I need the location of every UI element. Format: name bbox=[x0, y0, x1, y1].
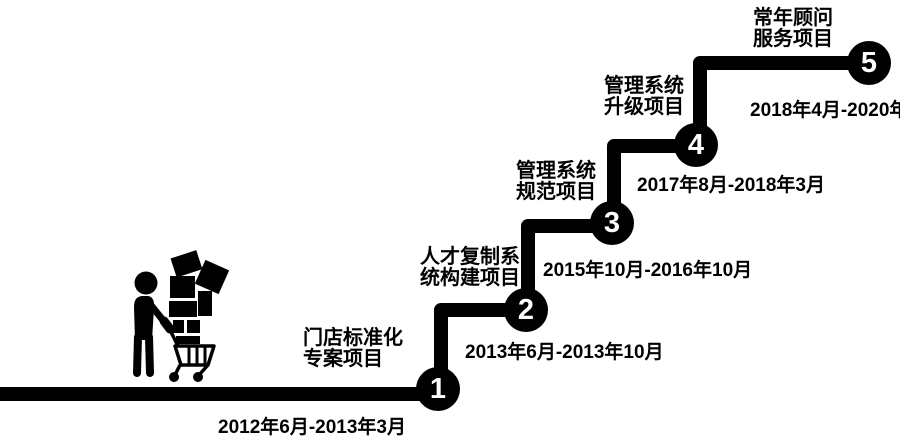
milestone-circle-5: 5 bbox=[847, 41, 891, 85]
milestone-circle-3: 3 bbox=[590, 201, 634, 245]
person-leg-left bbox=[133, 333, 142, 377]
milestone-label-line: 升级项目 bbox=[604, 96, 684, 118]
milestone-label-3: 管理系统 规范项目 bbox=[516, 161, 596, 203]
box bbox=[173, 320, 184, 333]
staircase-path bbox=[0, 56, 876, 401]
milestone-date-4: 2017年8月-2018年3月 bbox=[637, 175, 825, 196]
milestone-date-1: 2012年6月-2013年3月 bbox=[218, 417, 406, 438]
cart-wheel-right bbox=[193, 372, 203, 382]
milestone-circle-2: 2 bbox=[504, 288, 548, 332]
cart-wheel-left bbox=[169, 372, 179, 382]
milestone-label-line: 统构建项目 bbox=[420, 267, 520, 289]
box bbox=[170, 276, 195, 298]
milestone-label-line: 门店标准化 bbox=[303, 327, 403, 349]
cart-basket bbox=[173, 344, 216, 367]
box bbox=[176, 336, 200, 344]
milestone-label-line: 规范项目 bbox=[516, 181, 596, 203]
box bbox=[170, 250, 203, 278]
cart-handle-knob bbox=[159, 316, 175, 334]
box bbox=[198, 291, 212, 316]
milestone-label-line: 人才复制系 bbox=[420, 246, 520, 268]
milestone-label-line: 专案项目 bbox=[303, 348, 383, 370]
milestone-label-line: 常年顾问 bbox=[753, 7, 833, 29]
milestone-date-5: 2018年4月-2020年 bbox=[750, 100, 900, 121]
person-leg-right bbox=[145, 333, 154, 377]
milestone-label-line: 服务项目 bbox=[753, 28, 833, 50]
milestone-date-3: 2015年10月-2016年10月 bbox=[543, 260, 753, 281]
milestone-circle-4: 4 bbox=[674, 123, 718, 167]
person-pushing-cart-icon bbox=[133, 250, 230, 382]
milestone-label-line: 管理系统 bbox=[604, 75, 684, 97]
milestone-label-2: 人才复制系 统构建项目 bbox=[420, 247, 520, 289]
milestone-label-5: 常年顾问 服务项目 bbox=[753, 8, 833, 50]
box bbox=[169, 301, 197, 317]
box-stack bbox=[169, 250, 230, 344]
milestone-label-1: 门店标准化 专案项目 bbox=[303, 328, 403, 370]
milestone-date-2: 2013年6月-2013年10月 bbox=[465, 342, 664, 363]
milestone-circle-1: 1 bbox=[416, 367, 460, 411]
person-head bbox=[134, 271, 158, 295]
milestone-label-4: 管理系统 升级项目 bbox=[604, 76, 684, 118]
box bbox=[187, 320, 200, 333]
box bbox=[194, 259, 230, 295]
shopping-cart bbox=[159, 316, 216, 382]
milestone-label-line: 管理系统 bbox=[516, 160, 596, 182]
